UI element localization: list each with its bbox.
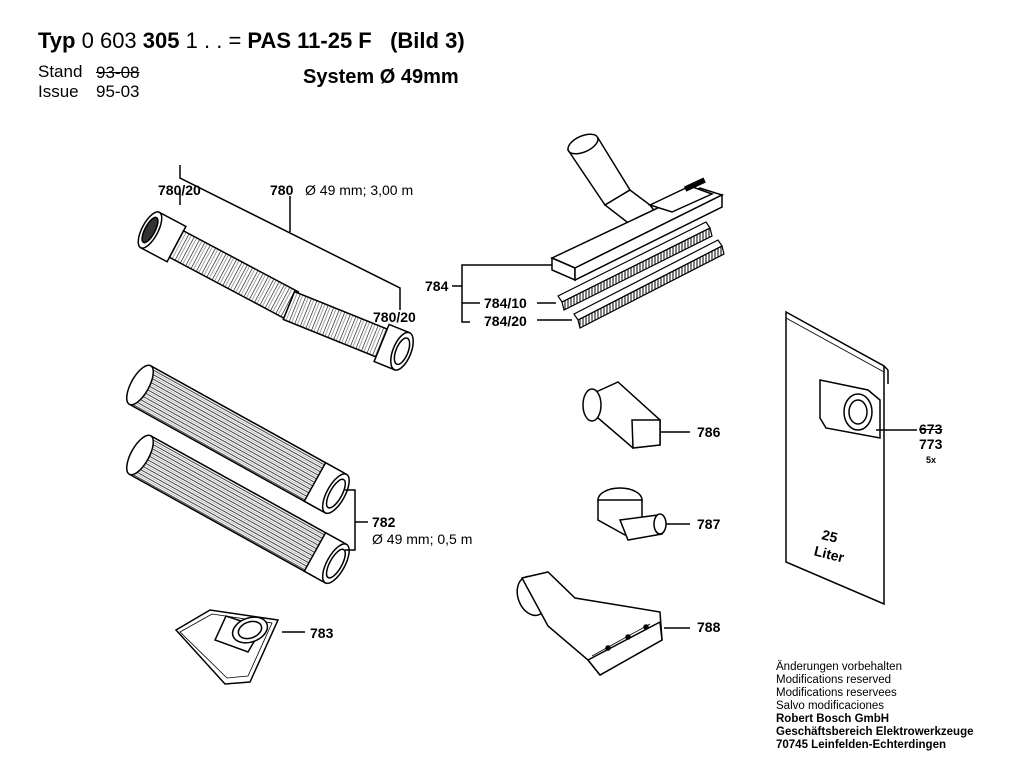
page-title: Typ 0 603 305 1 . . = PAS 11-25 F (Bild … <box>38 28 465 54</box>
footer-division: Geschäftsbereich Elektrowerkzeuge <box>776 726 974 738</box>
typ-number-a: 0 603 <box>81 28 137 53</box>
issue-value: 95-03 <box>96 82 140 101</box>
part-desc-782: Ø 49 mm; 0,5 m <box>372 531 473 547</box>
part-label-780: 780 <box>270 182 294 198</box>
footer-line-es: Salvo modificaciones <box>776 700 885 712</box>
part-label-780-20-top: 780/20 <box>158 182 201 198</box>
hose-780 <box>137 211 414 371</box>
tube-782-leaders <box>345 489 368 551</box>
part-label-787: 787 <box>697 516 721 532</box>
footer-line-de: Änderungen vorbehalten <box>776 661 902 673</box>
tube-782-lower <box>125 434 350 585</box>
part-label-782: 782 <box>372 514 396 530</box>
bag-volume: 25 <box>820 526 840 546</box>
bild-number: (Bild 3) <box>390 28 465 53</box>
floor-nozzle-784 <box>550 133 724 282</box>
stand-value: 93-08 <box>96 63 140 82</box>
footer-block: Änderungen vorbehalten Modifications res… <box>776 661 974 752</box>
nozzle-786 <box>582 381 690 449</box>
part-desc-780: Ø 49 mm; 3,00 m <box>305 182 414 198</box>
part-label-784-20: 784/20 <box>484 313 527 329</box>
quantity-badge: 5x <box>926 455 937 465</box>
part-label-783: 783 <box>310 625 334 641</box>
floor-nozzle-784-leaders <box>452 264 572 323</box>
nozzle-788 <box>516 571 690 676</box>
typ-number-c: 1 . . = <box>185 28 242 53</box>
footer-address: 70745 Leinfelden-Echterdingen <box>776 739 946 751</box>
stand-label: Stand <box>38 62 83 81</box>
typ-number-b: 305 <box>142 28 180 53</box>
tube-782-upper <box>125 364 350 515</box>
brush-strip-784-20 <box>573 239 725 329</box>
hose-780-leaders <box>179 165 401 310</box>
part-label-788: 788 <box>697 619 721 635</box>
part-label-786: 786 <box>697 424 721 440</box>
footer-company: Robert Bosch GmbH <box>776 713 890 725</box>
part-label-784: 784 <box>425 278 449 294</box>
part-label-784-10: 784/10 <box>484 295 527 311</box>
part-label-773: 773 <box>919 436 943 452</box>
part-label-780-20-bottom: 780/20 <box>373 309 416 325</box>
footer-line-en: Modifications reserved <box>776 674 892 686</box>
brush-strip-784-10 <box>557 221 713 311</box>
nozzle-783 <box>174 609 305 685</box>
nozzle-787 <box>597 487 690 541</box>
part-label-673-old: 673 <box>919 421 943 437</box>
typ-prefix: Typ <box>38 28 76 53</box>
filter-bag-773 <box>785 310 917 606</box>
footer-line-fr: Modifications reservees <box>776 687 897 699</box>
issue-label: Issue <box>38 82 79 101</box>
model-name: PAS 11-25 F <box>247 28 372 53</box>
system-title: System Ø 49mm <box>303 66 459 88</box>
